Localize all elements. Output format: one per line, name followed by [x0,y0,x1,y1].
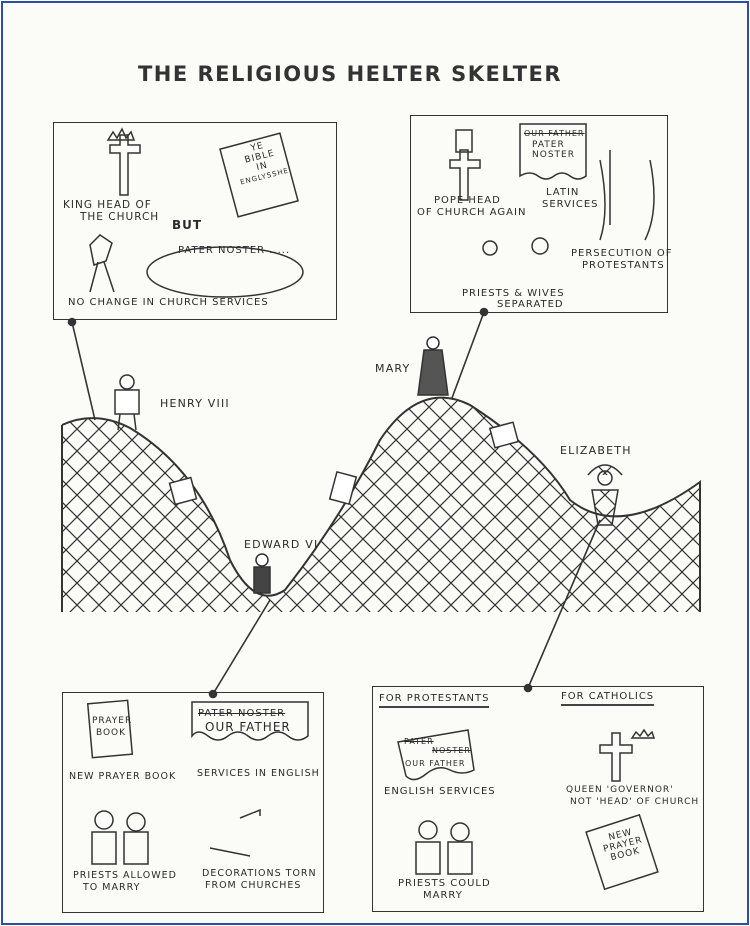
pope-text: POPE HEAD [434,195,501,206]
english-banner [397,729,475,781]
elizabeth-figure [587,464,623,526]
no-change-text: NO CHANGE IN CHURCH SERVICES [68,297,269,308]
but-text: BUT [172,218,203,232]
queen-governor-text-2: NOT 'HEAD' OF CHURCH [570,797,700,807]
monarch-figures [114,336,623,594]
henry-label: HENRY VIII [160,397,230,410]
banner-struck-text-2: PATER NOSTER [198,708,286,719]
papal-tiara-icon [455,129,473,153]
bible-book-icon [219,132,299,218]
mary-figure [417,336,449,396]
new-prayer-book-icon [585,813,659,891]
decorations-text: DECORATIONS TORN [202,868,317,879]
speech-bubble [146,246,304,298]
our-father-text-2: OUR FATHER [405,759,466,768]
mary-label: MARY [375,362,411,375]
banner-struck-text: OUR FATHER [524,129,585,138]
box-illustrations [86,123,659,891]
prayer-book-icon [86,699,134,759]
decorations-text-2: FROM CHURCHES [205,880,302,891]
priests-text-2: SEPARATED [497,299,564,310]
english-services-text: ENGLISH SERVICES [384,786,496,797]
henry-figure [114,374,140,431]
page-title: THE RELIGIOUS HELTER SKELTER [137,62,563,86]
stake-icon [599,150,655,241]
priests-could-text: PRIESTS COULD [398,878,491,889]
elizabeth-box [372,686,704,912]
crown-icon-2 [630,728,656,739]
queen-governor-text: QUEEN 'GOVERNOR' [566,785,674,795]
mary-box [410,115,668,313]
persecution-text: PERSECUTION OF [571,248,673,259]
our-father-banner [191,701,309,741]
new-prayer-book-text: NEW PRAYER BOOK [69,771,177,782]
edward-box [62,692,324,913]
latin-text: LATIN [546,187,580,198]
bishop-figure [89,234,115,293]
broken-statue-icon [209,808,261,857]
cross-icon [109,134,141,196]
for-catholics-heading: FOR CATHOLICS [561,691,655,706]
latin-banner [519,123,587,180]
cross-icon-3 [599,732,633,782]
priests-could-text-2: MARRY [423,890,463,901]
henry-box [53,122,337,320]
services-english-text: SERVICES IN ENGLISH [197,768,320,779]
priests-text: PRIESTS & WIVES [462,288,565,299]
edward-figure [253,553,271,594]
cross-icon-2 [449,149,481,201]
priests-allowed-text-2: TO MARRY [83,882,141,893]
elizabeth-label: ELIZABETH [560,444,632,457]
king-head-text: KING HEAD OF [63,199,152,211]
for-protestants-heading: FOR PROTESTANTS [379,693,490,708]
falling-crosses [168,421,520,506]
edward-label: EDWARD VI [244,538,319,551]
priests-allowed-text: PRIESTS ALLOWED [73,870,177,881]
king-head-text-2: THE CHURCH [80,211,160,223]
crown-icon [106,127,136,141]
persecution-text-2: PROTESTANTS [582,260,665,271]
pope-text-2: OF CHURCH AGAIN [417,207,527,218]
speech-text: PATER NOSTER ..... [178,245,291,256]
our-father-text: OUR FATHER [205,720,291,734]
latin-text-2: SERVICES [542,199,599,210]
